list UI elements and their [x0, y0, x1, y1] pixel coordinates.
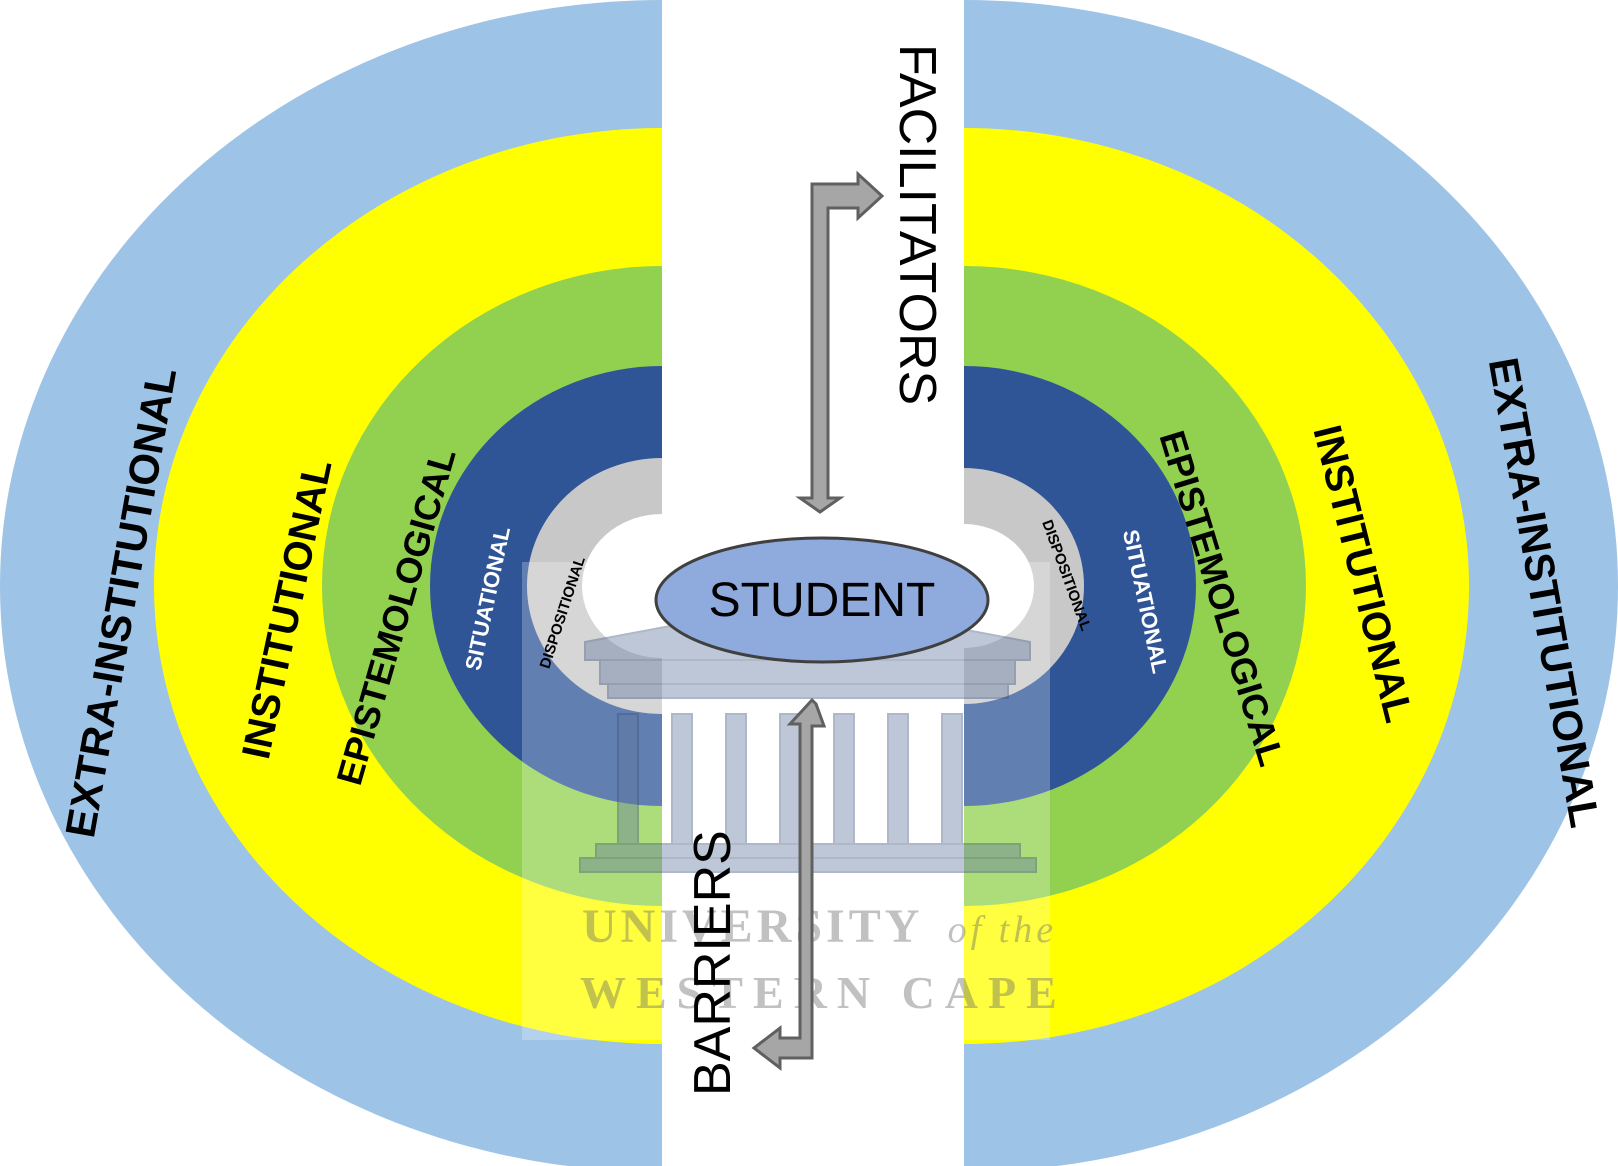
barriers-arrow: [751, 697, 827, 1072]
right-rings: [964, 0, 1618, 1166]
student-node: STUDENT: [654, 536, 990, 664]
student-ellipse: [654, 536, 990, 664]
watermark-line1-italic: of the: [948, 909, 1057, 951]
barriers-label: BARRIERS: [684, 830, 742, 1096]
watermark-line1: UNIVERSITY of the: [582, 900, 1057, 953]
facilitators-arrow: [795, 170, 885, 514]
facilitators-label: FACILITATORS: [888, 44, 946, 405]
student-label: STUDENT: [709, 574, 936, 627]
left-rings: [0, 0, 662, 1166]
watermark-line2: WESTERN CAPE: [580, 967, 1067, 1018]
inner-hole-left: [582, 514, 662, 658]
